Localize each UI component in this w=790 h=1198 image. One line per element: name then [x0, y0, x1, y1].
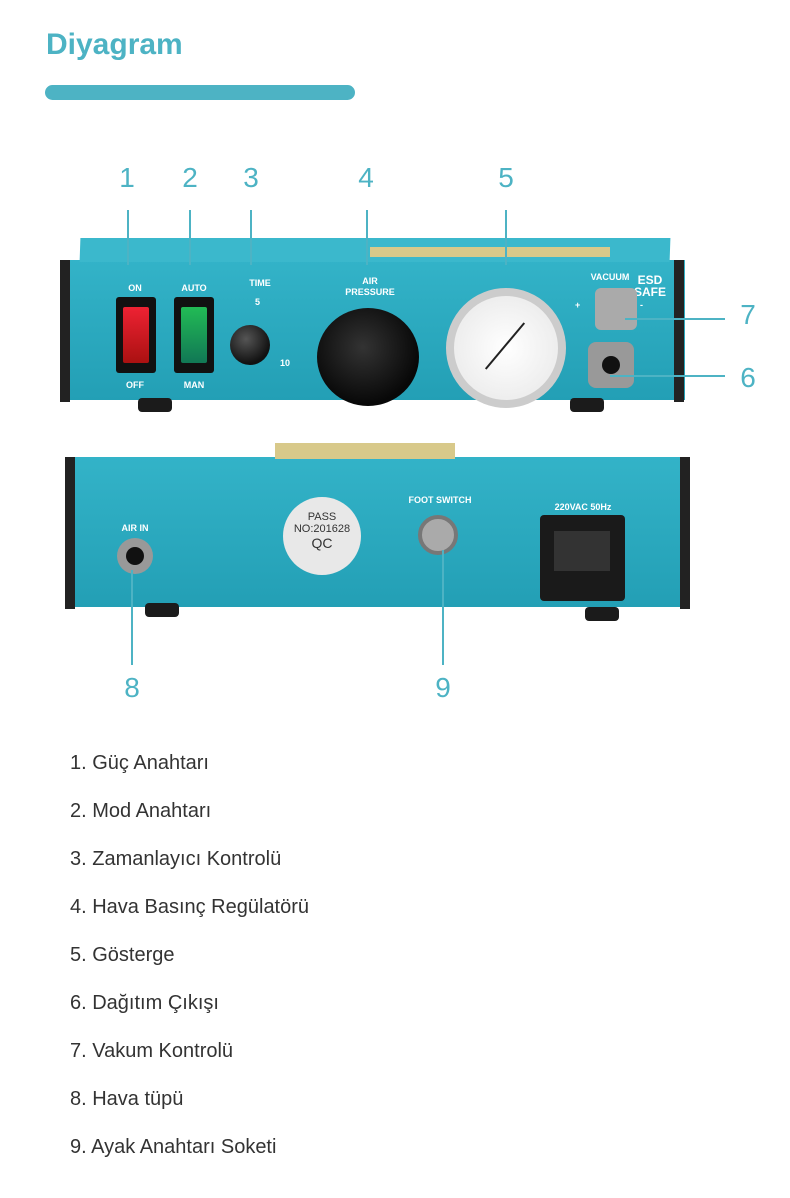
callout-9: 9 [435, 672, 451, 703]
pass-number: NO:201628 [293, 523, 351, 535]
list-item: 3. Zamanlayıcı Kontrolü [70, 848, 282, 870]
callout-3: 3 [243, 162, 259, 193]
callout-5: 5 [498, 162, 514, 193]
title-underline [45, 85, 355, 100]
pressure-label: PRESSURE [345, 287, 395, 297]
page-title: Diyagram [46, 28, 183, 61]
dispense-outlet [588, 342, 634, 388]
air-in-label: AIR IN [121, 523, 149, 533]
list-item: 9. Ayak Anahtarı Soketi [70, 1136, 277, 1158]
air-label: AIR [362, 276, 378, 286]
air-inlet [117, 538, 153, 574]
callout-8: 8 [124, 672, 140, 703]
vacuum-label: VACUUM [590, 272, 630, 282]
time-scale-mark: 5 [255, 297, 261, 307]
pass-label: PASS [307, 511, 337, 523]
foot-switch-label: FOOT SWITCH [408, 495, 472, 505]
off-label: OFF [126, 380, 144, 390]
pressure-gauge [446, 288, 566, 408]
callout-2: 2 [182, 162, 198, 193]
power-rating-label: 220VAC 50Hz [554, 502, 612, 512]
power-switch [116, 297, 156, 373]
safe-label: SAFE [633, 285, 666, 299]
component-list: 1. Güç Anahtarı 2. Mod Anahtarı 3. Zaman… [70, 748, 309, 1180]
minus-label: - [640, 300, 643, 310]
man-label: MAN [183, 380, 205, 390]
vacuum-control [595, 288, 637, 330]
power-socket [540, 515, 625, 601]
esd-label: ESD [637, 273, 663, 287]
rear-panel-photo: AIR IN PASS NO:201628 QC FOOT SWITCH 220… [65, 435, 700, 621]
foot-switch-socket [418, 515, 458, 555]
list-item: 8. Hava tüpü [70, 1088, 184, 1110]
callout-6: 6 [740, 362, 756, 393]
list-item: 5. Gösterge [70, 944, 175, 966]
list-item: 4. Hava Basınç Regülatörü [70, 896, 310, 918]
on-label: ON [128, 283, 142, 293]
timer-knob [230, 325, 270, 365]
qc-label: QC [311, 535, 333, 551]
list-item: 2. Mod Anahtarı [70, 800, 212, 822]
list-item: 6. Dağıtım Çıkışı [70, 992, 219, 1014]
list-item: 1. Güç Anahtarı [70, 752, 209, 774]
front-panel-photo: ON OFF AUTO MAN TIME 5 10 AIR PRESSURE V… [60, 230, 690, 415]
callout-4: 4 [358, 162, 374, 193]
callout-1: 1 [119, 162, 135, 193]
mode-switch [174, 297, 214, 373]
plus-label: + [575, 300, 581, 310]
time-label: TIME [249, 278, 271, 288]
pressure-regulator [317, 308, 419, 406]
callout-7: 7 [740, 299, 756, 330]
qc-sticker: PASS NO:201628 QC [283, 497, 361, 575]
auto-label: AUTO [181, 283, 207, 293]
list-item: 7. Vakum Kontrolü [70, 1040, 234, 1062]
time-scale-mark: 10 [280, 358, 291, 368]
